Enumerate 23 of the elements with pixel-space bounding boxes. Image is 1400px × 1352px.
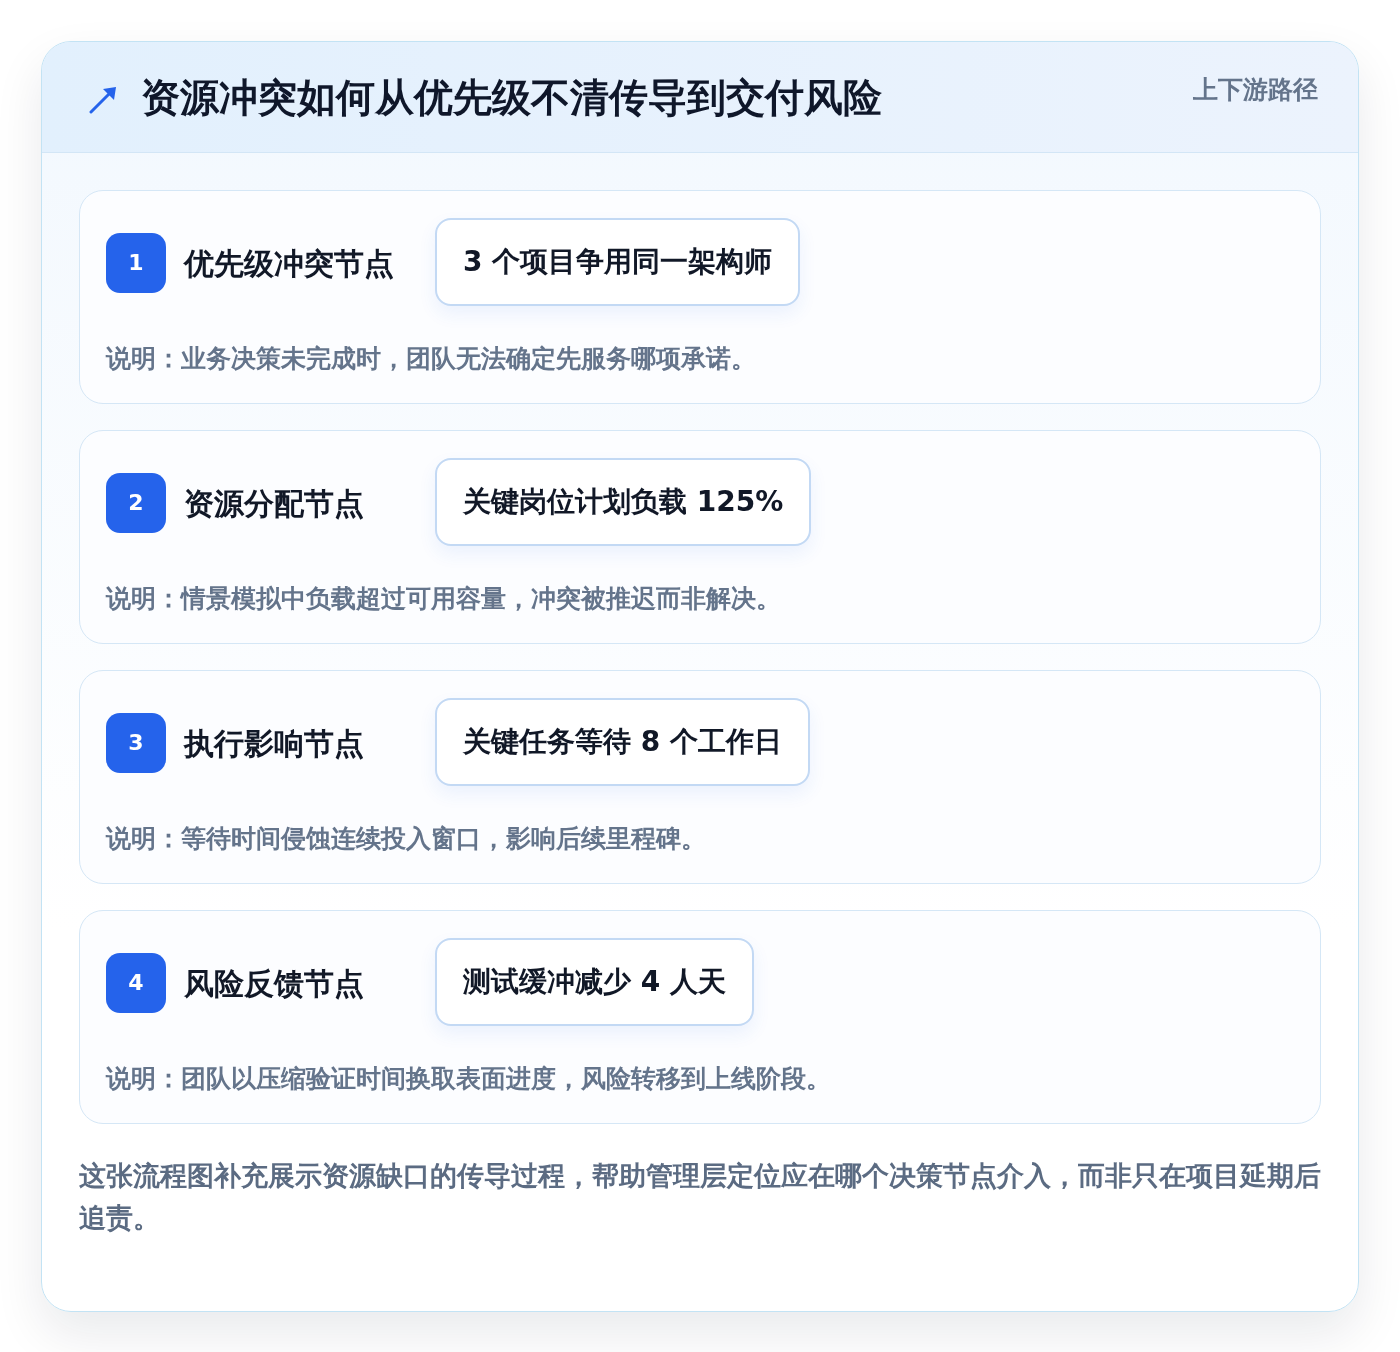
node-card [79, 910, 1321, 1124]
node-description: 说明：情景模拟中负载超过可用容量，冲突被推迟而非解决。 [106, 583, 781, 615]
metric-box: 测试缓冲减少 4 人天 [435, 938, 754, 1026]
diagram-title: 资源冲突如何从优先级不清传导到交付风险 [141, 74, 882, 122]
step-badge: 1 [106, 233, 166, 293]
node-heading: 资源分配节点 [184, 485, 364, 523]
step-badge: 2 [106, 473, 166, 533]
metric-box: 关键任务等待 8 个工作日 [435, 698, 810, 786]
metric-box: 关键岗位计划负载 125% [435, 458, 812, 546]
node-card [79, 670, 1321, 884]
node-description: 说明：团队以压缩验证时间换取表面进度，风险转移到上线阶段。 [106, 1063, 831, 1095]
node-description: 说明：业务决策未完成时，团队无法确定先服务哪项承诺。 [106, 343, 756, 375]
step-badge: 4 [106, 953, 166, 1013]
node-heading: 执行影响节点 [184, 725, 364, 763]
node-heading: 风险反馈节点 [184, 965, 364, 1003]
metric-box: 3 个项目争用同一架构师 [435, 218, 801, 306]
node-heading: 优先级冲突节点 [184, 245, 394, 283]
node-card [79, 190, 1321, 404]
node-card [79, 430, 1321, 644]
step-badge: 3 [106, 713, 166, 773]
caption-text: 这张流程图补充展示资源缺口的传导过程，帮助管理层定位应在哪个决策节点介入，而非只在项目延期后追责。 [79, 1159, 1322, 1235]
path-label: 上下游路径 [1193, 74, 1318, 106]
node-description: 说明：等待时间侵蚀连续投入窗口，影响后续里程碑。 [106, 823, 706, 855]
